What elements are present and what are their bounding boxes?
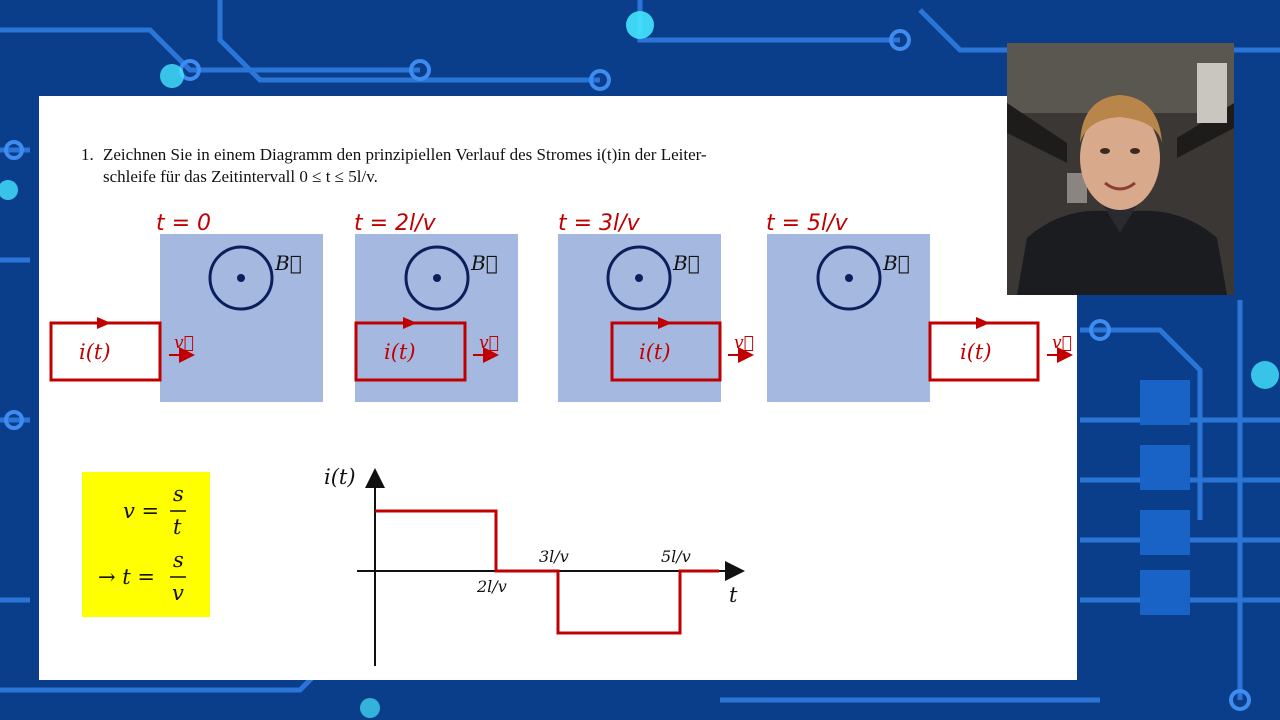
magnetic-field-region [355, 234, 518, 402]
current-curve [375, 509, 719, 635]
task-number: 1. [81, 145, 94, 164]
magnetic-field-region [767, 234, 930, 402]
formula-2-numerator: s [173, 548, 184, 572]
presenter-image [1007, 43, 1234, 295]
loop-diagram: t = 0 B⃗ i(t) v⃗ t = 2l/v B⃗ i(t) v⃗ [49, 211, 1073, 666]
field-out-of-page-icon [816, 245, 882, 311]
frame-time-label: t = 0 [156, 211, 211, 236]
formula-1-numerator: s [173, 482, 184, 506]
formula-1-lhs: v = [123, 499, 159, 523]
y-axis-label: i(t) [324, 465, 356, 489]
frame-time-label: t = 2l/v [354, 211, 437, 236]
formula-1-denominator: t [173, 515, 182, 539]
velocity-label: v⃗ [479, 333, 499, 353]
field-label: B⃗ [882, 251, 910, 275]
formula-group: v = s t → t = s v [82, 472, 210, 617]
field-label: B⃗ [470, 251, 498, 275]
current-label: i(t) [79, 340, 111, 364]
field-label: B⃗ [274, 251, 302, 275]
velocity-label: v⃗ [734, 333, 754, 353]
velocity-label: v⃗ [174, 333, 194, 353]
field-out-of-page-icon [208, 245, 274, 311]
frame-time-label: t = 3l/v [558, 211, 641, 236]
current-time-graph: i(t) t 2l/v 3l/v 5l/v [324, 465, 745, 666]
current-label: i(t) [960, 340, 992, 364]
current-label: i(t) [384, 340, 416, 364]
field-out-of-page-icon [606, 245, 672, 311]
velocity-label: v⃗ [1052, 333, 1072, 353]
presenter-webcam [1007, 43, 1234, 295]
x-axis-label: t [729, 583, 738, 607]
formula-2-denominator: v [172, 581, 184, 605]
task-line-2: schleife für das Zeitintervall 0 ≤ t ≤ 5… [103, 167, 378, 186]
tick-label-3lv: 3l/v [539, 547, 569, 566]
task-line-1: Zeichnen Sie in einem Diagramm den prinz… [103, 145, 707, 164]
formula-box [82, 472, 210, 617]
slide: 1. Zeichnen Sie in einem Diagramm den pr… [39, 96, 1077, 680]
frame-time-label: t = 5l/v [766, 211, 849, 236]
frame-t2: t = 2l/v B⃗ i(t) v⃗ [354, 211, 518, 402]
tick-label-2lv: 2l/v [476, 577, 507, 596]
frame-t3: t = 3l/v B⃗ i(t) v⃗ [558, 211, 754, 402]
field-label: B⃗ [672, 251, 700, 275]
tick-label-5lv: 5l/v [661, 547, 691, 566]
frame-t0: t = 0 B⃗ i(t) v⃗ [49, 211, 323, 402]
magnetic-field-region [558, 234, 721, 402]
frame-t5: t = 5l/v B⃗ i(t) v⃗ [766, 211, 1073, 402]
field-out-of-page-icon [404, 245, 470, 311]
magnetic-field-region [160, 234, 323, 402]
current-label: i(t) [639, 340, 671, 364]
formula-2-lhs: → t = [98, 565, 155, 589]
